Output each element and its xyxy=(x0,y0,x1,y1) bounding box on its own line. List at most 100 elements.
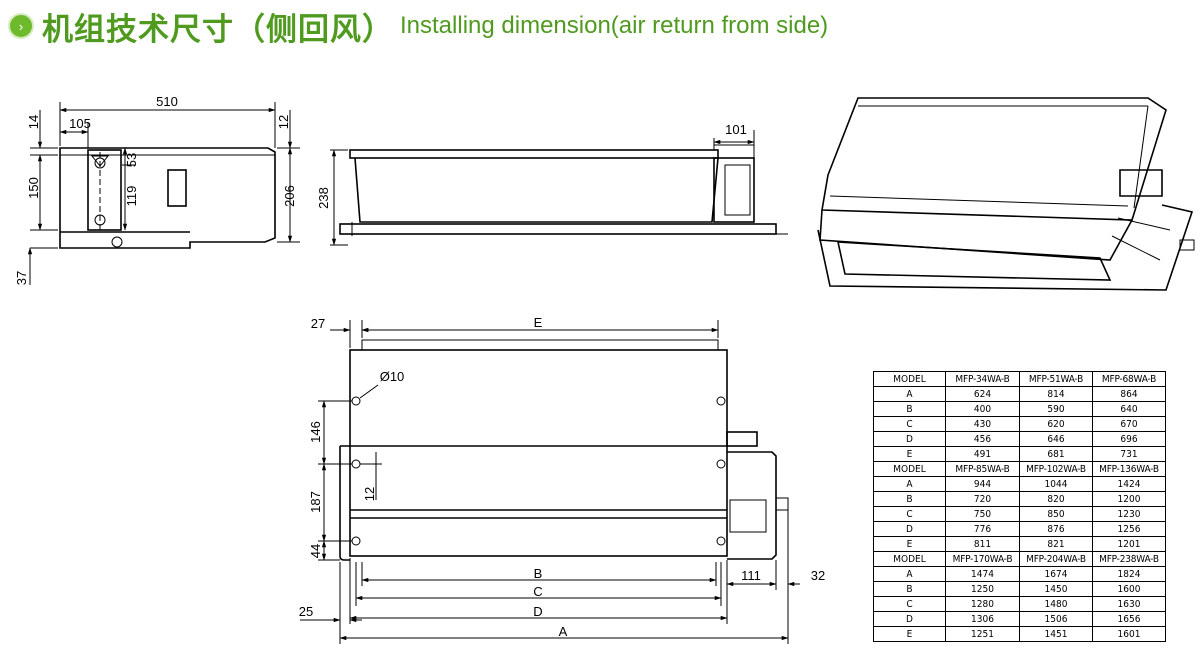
table-cell: 1674 xyxy=(1019,566,1093,582)
table-cell: 944 xyxy=(945,476,1020,492)
table-cell: A xyxy=(873,476,946,492)
table-cell: 1601 xyxy=(1092,626,1166,642)
table-cell: MFP-170WA-B xyxy=(945,551,1020,567)
table-cell: 1306 xyxy=(945,611,1020,627)
circle-arrow-right-icon: › xyxy=(8,13,34,39)
table-cell: 731 xyxy=(1092,446,1166,462)
table-cell: C xyxy=(873,506,946,522)
table-cell: 776 xyxy=(945,521,1020,537)
plan-view-drawing: 27 E Ø10 146 12 187 44 B C D A 25 111 32 xyxy=(299,315,825,644)
table-cell: 1506 xyxy=(1019,611,1093,627)
table-cell: 491 xyxy=(945,446,1020,462)
dim-187: 187 xyxy=(308,491,323,513)
dim-diameter-10: Ø10 xyxy=(380,369,405,384)
dim-111: 111 xyxy=(741,568,761,583)
dim-25: 25 xyxy=(299,604,313,619)
table-cell: MFP-51WA-B xyxy=(1019,371,1093,387)
dim-238: 238 xyxy=(316,187,331,209)
dim-12: 12 xyxy=(276,115,291,129)
table-header-row: MODEL MFP-34WA-B MFP-51WA-B MFP-68WA-B xyxy=(873,371,1166,387)
table-cell: 1251 xyxy=(945,626,1020,642)
table-cell: MFP-136WA-B xyxy=(1092,461,1166,477)
table-cell: 1424 xyxy=(1092,476,1166,492)
table-cell: 456 xyxy=(945,431,1020,447)
table-cell: 1256 xyxy=(1092,521,1166,537)
dim-E: E xyxy=(534,315,543,330)
table-cell: 1474 xyxy=(945,566,1020,582)
dim-12-plan: 12 xyxy=(362,487,377,501)
table-cell: 1230 xyxy=(1092,506,1166,522)
dim-37: 37 xyxy=(14,271,29,285)
table-cell: B xyxy=(873,491,946,507)
dim-32: 32 xyxy=(811,568,825,583)
dim-101: 101 xyxy=(725,122,747,137)
table-cell: 646 xyxy=(1019,431,1093,447)
table-cell: C xyxy=(873,416,946,432)
table-cell: B xyxy=(873,401,946,417)
table-cell: MFP-68WA-B xyxy=(1092,371,1166,387)
table-header-row: MODEL MFP-170WA-B MFP-204WA-B MFP-238WA-… xyxy=(873,551,1166,567)
dim-53: 53 xyxy=(124,153,139,167)
side-view-drawing: 510 105 14 12 53 119 150 206 37 xyxy=(14,94,300,285)
table-cell: E xyxy=(873,536,946,552)
dim-D: D xyxy=(533,604,542,619)
table-cell: MFP-238WA-B xyxy=(1092,551,1166,567)
table-cell: 1480 xyxy=(1019,596,1093,612)
dim-B: B xyxy=(534,566,543,581)
table-cell: 811 xyxy=(945,536,1020,552)
table-cell: 1630 xyxy=(1092,596,1166,612)
table-cell: 1280 xyxy=(945,596,1020,612)
title-chinese: 机组技术尺寸（侧回风） xyxy=(42,11,394,48)
isometric-view-drawing xyxy=(817,97,1195,291)
table-cell: 850 xyxy=(1019,506,1093,522)
table-cell: 1600 xyxy=(1092,581,1166,597)
table-cell: C xyxy=(873,596,946,612)
dim-146: 146 xyxy=(308,421,323,443)
table-cell: 400 xyxy=(945,401,1020,417)
dim-14: 14 xyxy=(26,115,41,129)
dim-44: 44 xyxy=(308,544,323,558)
table-cell: 590 xyxy=(1019,401,1093,417)
table-cell: MFP-102WA-B xyxy=(1019,461,1093,477)
table-cell: 670 xyxy=(1092,416,1166,432)
table-header-row: MODEL MFP-85WA-B MFP-102WA-B MFP-136WA-B xyxy=(873,461,1166,477)
table-cell: 1824 xyxy=(1092,566,1166,582)
table-cell: MODEL xyxy=(873,371,946,387)
title-english: Installing dimension(air return from sid… xyxy=(400,12,829,39)
dim-206: 206 xyxy=(282,185,297,207)
model-dimension-table: MODEL MFP-34WA-B MFP-51WA-B MFP-68WA-B A… xyxy=(873,371,1166,642)
table-cell: D xyxy=(873,431,946,447)
page-header: › 机组技术尺寸（侧回风） Installing dimension(air r… xyxy=(8,6,829,48)
dim-510: 510 xyxy=(156,94,178,109)
table-cell: 1450 xyxy=(1019,581,1093,597)
table-cell: 821 xyxy=(1019,536,1093,552)
table-cell: D xyxy=(873,521,946,537)
table-cell: 620 xyxy=(1019,416,1093,432)
dim-119: 119 xyxy=(124,186,139,207)
dim-105: 105 xyxy=(69,116,91,131)
table-cell: 720 xyxy=(945,491,1020,507)
table-cell: 681 xyxy=(1019,446,1093,462)
front-view-drawing: 101 238 xyxy=(316,122,788,246)
table-cell: 696 xyxy=(1092,431,1166,447)
dim-150: 150 xyxy=(26,177,41,199)
table-cell: 1656 xyxy=(1092,611,1166,627)
table-cell: 876 xyxy=(1019,521,1093,537)
table-cell: 864 xyxy=(1092,386,1166,402)
table-cell: 1250 xyxy=(945,581,1020,597)
table-cell: D xyxy=(873,611,946,627)
